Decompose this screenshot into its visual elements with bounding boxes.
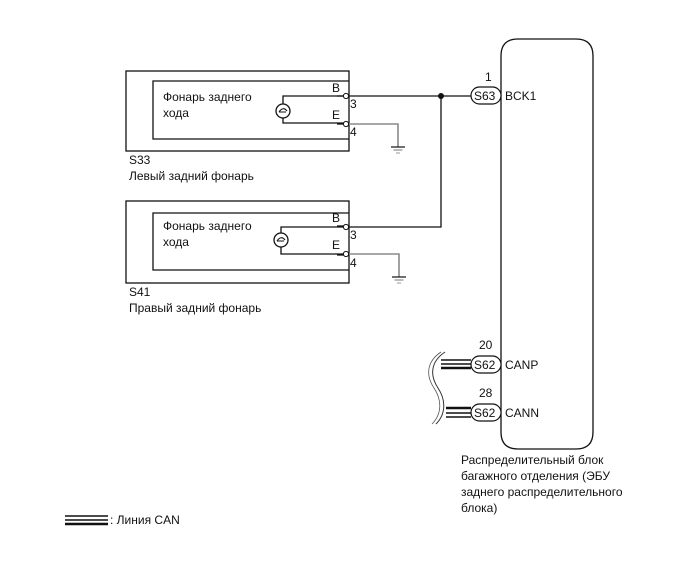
- right-lamp-component-label-1: Фонарь заднего: [163, 219, 252, 233]
- left-lamp-pin3-terminal: [342, 92, 350, 100]
- can-line-legend-icon: [65, 515, 108, 526]
- right-lamp-signal-wire: [349, 96, 442, 228]
- right-lamp-component-label-2: хода: [163, 235, 189, 249]
- connector-oval: [470, 355, 502, 374]
- can-line-cann: [446, 406, 471, 418]
- connector-oval: [470, 86, 502, 105]
- left-lamp-component-label-2: хода: [163, 106, 189, 120]
- ecu-connector-id-28: S62: [474, 406, 496, 420]
- ecu-connector-s62-canp: 20 S62 CANP: [470, 338, 538, 374]
- right-lamp-ground-wire: [349, 253, 400, 277]
- legend-can-line: : Линия CAN: [65, 513, 180, 527]
- right-lamp-internal-wire-e: [280, 247, 345, 255]
- right-lamp-pin3-terminal: [342, 223, 350, 231]
- right-lamp-bulb-icon: [273, 232, 289, 248]
- left-lamp-connector-id: S33: [129, 153, 151, 167]
- ecu-signal-canp: CANP: [505, 358, 538, 372]
- left-lamp-outer-housing: [125, 70, 350, 152]
- ecu-connector-id-20: S62: [474, 358, 496, 372]
- left-lamp-pin-3: 3: [350, 97, 357, 111]
- left-rear-lamp: Фонарь заднего хода B E 3 4 S33 Левый за…: [125, 70, 357, 183]
- legend-can-line-label: : Линия CAN: [110, 513, 180, 527]
- ecu-name-line-1: Распределительный блок: [461, 453, 604, 467]
- can-bundle-break-outline: [428, 351, 442, 425]
- ecu-pin-20: 20: [479, 338, 493, 352]
- left-lamp-pin4-terminal: [342, 120, 350, 128]
- ecu-body: [500, 38, 594, 450]
- right-lamp-inner-housing: [152, 212, 349, 271]
- ecu-name-line-2: багажного отделения (ЭБУ: [461, 469, 610, 483]
- ecu-signal-bck1: BCK1: [505, 89, 537, 103]
- right-lamp-outer-housing: [125, 200, 350, 284]
- left-lamp-internal-wire-b: [282, 95, 345, 104]
- left-lamp-bulb-icon: [275, 103, 291, 119]
- can-line-canp: [441, 359, 471, 370]
- ecu-pin-28: 28: [479, 386, 493, 400]
- right-lamp-ground-icon: [392, 276, 406, 284]
- connector-oval: [470, 403, 502, 422]
- can-bundle-break-icon: [432, 351, 446, 425]
- left-lamp-inner-housing: [152, 80, 349, 140]
- ecu-name-line-3: заднего распределительного: [461, 485, 623, 499]
- right-lamp-connector-id: S41: [129, 285, 151, 299]
- right-lamp-terminal-e: E: [332, 238, 340, 252]
- right-rear-lamp: Фонарь заднего хода B E 3 4 S41 Правый з…: [125, 200, 357, 315]
- left-lamp-component-label-1: Фонарь заднего: [163, 90, 252, 104]
- right-lamp-pin-4: 4: [350, 256, 357, 270]
- ecu-connector-s63: 1 S63 BCK1: [470, 70, 537, 105]
- right-lamp-pin4-terminal: [342, 250, 350, 258]
- right-lamp-pin-3: 3: [350, 228, 357, 242]
- left-lamp-terminal-e: E: [332, 108, 340, 122]
- wire-junction-dot: [438, 93, 444, 99]
- right-lamp-internal-wire-b: [280, 226, 345, 233]
- ecu-signal-cann: CANN: [505, 406, 539, 420]
- ecu-connector-s62-cann: 28 S62 CANN: [470, 386, 539, 422]
- left-lamp-terminal-b: B: [332, 81, 340, 95]
- left-lamp-name: Левый задний фонарь: [129, 169, 254, 183]
- ecu-name-line-4: блока): [461, 501, 497, 515]
- left-lamp-ground-icon: [391, 146, 405, 154]
- ecu-connector-id-1: S63: [474, 89, 496, 103]
- ecu-pin-1: 1: [485, 70, 492, 84]
- right-lamp-terminal-b: B: [332, 211, 340, 225]
- left-lamp-internal-wire-e: [282, 118, 345, 124]
- left-lamp-pin-4: 4: [350, 125, 357, 139]
- right-lamp-name: Правый задний фонарь: [129, 301, 261, 315]
- left-lamp-ground-wire: [349, 123, 399, 147]
